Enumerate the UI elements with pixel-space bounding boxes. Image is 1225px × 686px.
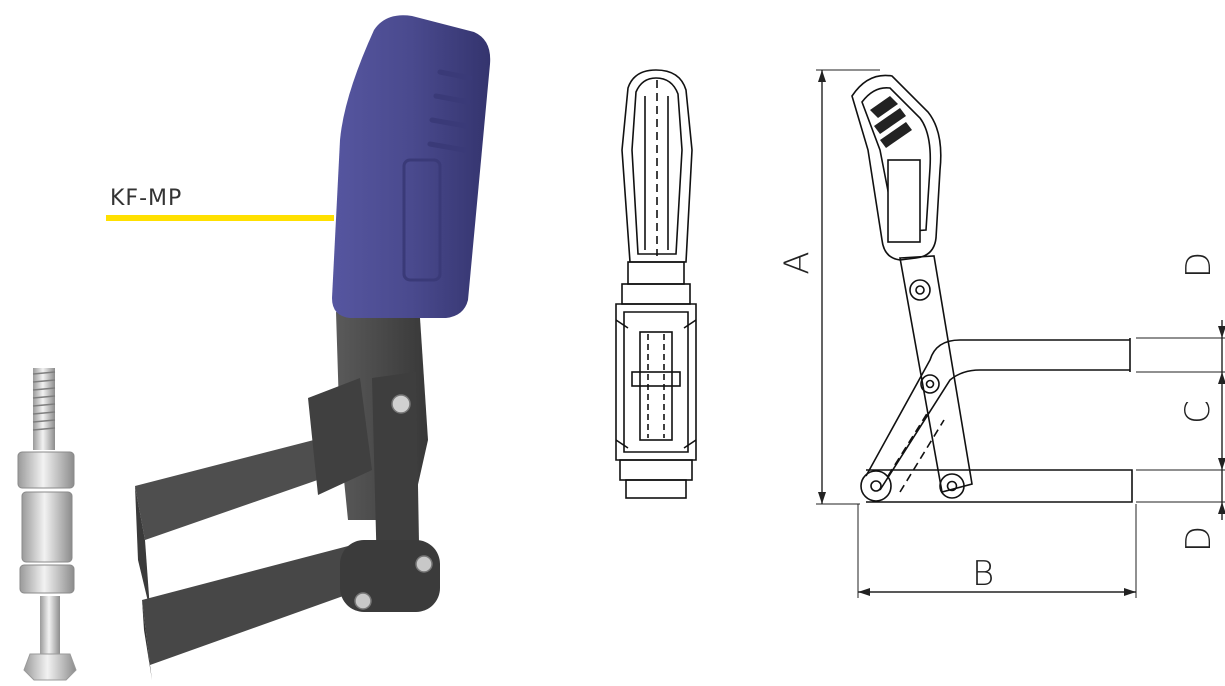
side-handle-grip: [870, 96, 912, 148]
pivot-screw-top: [391, 394, 411, 414]
side-handle: [851, 74, 942, 261]
dimension-label-c: C: [1177, 400, 1218, 424]
clamp-arm-front: [142, 545, 360, 665]
spindle: [17, 368, 77, 681]
clamp-arm-back: [135, 432, 352, 540]
side-view-drawing: [851, 74, 1133, 503]
dimension-label-d-top: D: [1179, 251, 1220, 279]
callout-label: KF-MP: [110, 186, 183, 211]
dimension-label-b: B: [972, 554, 995, 594]
dimension-label-a: A: [777, 251, 818, 275]
clamp-render: [17, 15, 491, 681]
handle-grip-ribs: [427, 69, 473, 153]
dimension-label-d-bottom: D: [1179, 525, 1220, 553]
handle-logo-panel: [402, 158, 442, 282]
front-view-drawing: [615, 69, 697, 499]
pivot-screw-mid: [415, 555, 433, 573]
clamp-handle: [332, 15, 491, 318]
dimension-lines: [816, 69, 1225, 598]
pivot-screw-low: [354, 592, 372, 610]
